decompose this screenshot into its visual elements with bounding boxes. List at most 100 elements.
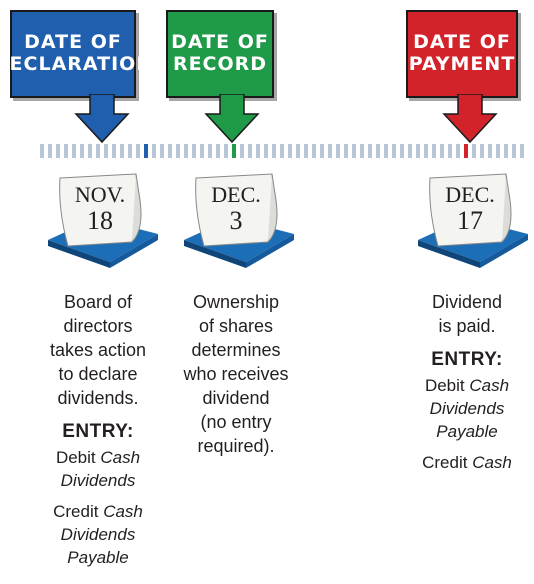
declaration-description: Board of directors takes action to decla…	[28, 290, 168, 569]
timeline-tick	[520, 144, 524, 158]
timeline-tick	[456, 144, 460, 158]
desc-line: dividends.	[57, 388, 139, 408]
timeline-tick	[464, 144, 468, 158]
timeline-tick	[320, 144, 324, 158]
calendar-day: 17	[457, 206, 483, 235]
record-arrow	[204, 94, 260, 144]
credit-line: Credit Cash	[404, 451, 530, 474]
timeline-tick	[304, 144, 308, 158]
timeline-tick	[504, 144, 508, 158]
desc-line: (no entry	[200, 412, 272, 432]
timeline-tick	[496, 144, 500, 158]
timeline-tick	[160, 144, 164, 158]
timeline-tick	[472, 144, 476, 158]
date-of-payment-label: Date of Payment	[406, 10, 518, 98]
timeline-tick	[128, 144, 132, 158]
payment-arrow	[442, 94, 498, 144]
timeline-tick	[280, 144, 284, 158]
calendar-dec-3: DEC. 3	[176, 170, 296, 270]
record-description: Ownership of shares determines who recei…	[166, 290, 306, 458]
timeline-tick	[256, 144, 260, 158]
timeline-tick	[272, 144, 276, 158]
label-line-1: Date of	[413, 31, 511, 54]
calendar-icon	[184, 173, 294, 268]
timeline-tick	[296, 144, 300, 158]
credit-prefix: Credit	[422, 453, 473, 472]
timeline-tick	[48, 144, 52, 158]
debit-line: Debit Cash	[28, 446, 168, 469]
entry-title: ENTRY:	[431, 349, 503, 370]
timeline-tick	[224, 144, 228, 158]
credit-account-line-2: Dividends	[60, 525, 136, 544]
desc-line: determines	[191, 340, 281, 360]
desc-line: required).	[197, 436, 275, 456]
debit-account-line-3: Payable	[436, 422, 498, 441]
desc-line: to declare	[58, 364, 138, 384]
desc-line: Dividend	[431, 292, 503, 312]
desc-line: is paid.	[438, 316, 496, 336]
date-of-declaration-label: Date of Declaration	[0, 10, 152, 98]
timeline-tick	[344, 144, 348, 158]
timeline-tick	[56, 144, 60, 158]
timeline-tick	[232, 144, 236, 158]
timeline-tick	[312, 144, 316, 158]
timeline-tick	[72, 144, 76, 158]
timeline-tick	[408, 144, 412, 158]
timeline-tick	[192, 144, 196, 158]
calendar-month: NOV.	[74, 182, 126, 207]
timeline-tick	[288, 144, 292, 158]
debit-account-line-2: Dividends	[429, 399, 505, 418]
debit-account: Cash	[100, 448, 141, 467]
timeline-tick	[440, 144, 444, 158]
timeline-tick	[488, 144, 492, 158]
calendar-day: 3	[229, 206, 243, 235]
timeline-tick	[328, 144, 332, 158]
timeline-tick	[88, 144, 92, 158]
timeline-tick	[96, 144, 100, 158]
timeline-tick	[416, 144, 420, 158]
date-of-record-label: Date of Record	[166, 10, 274, 98]
debit-line: Debit Cash	[404, 374, 530, 397]
calendar-month: DEC.	[445, 182, 495, 207]
timeline-tick	[512, 144, 516, 158]
debit-account-line-2: Dividends	[60, 471, 136, 490]
desc-line: Board of	[63, 292, 133, 312]
timeline-tick	[368, 144, 372, 158]
timeline	[40, 142, 528, 160]
timeline-tick	[120, 144, 124, 158]
desc-line: directors	[63, 316, 133, 336]
calendar-dec-17: DEC. 17	[410, 170, 530, 270]
desc-line: Ownership	[192, 292, 280, 312]
timeline-tick	[360, 144, 364, 158]
timeline-tick	[448, 144, 452, 158]
timeline-tick	[480, 144, 484, 158]
label-line-2: Payment	[408, 53, 516, 75]
payment-description: Dividend is paid. ENTRY: Debit Cash Divi…	[404, 290, 530, 474]
calendar-day: 18	[87, 206, 113, 235]
timeline-tick	[376, 144, 380, 158]
desc-line: dividend	[202, 388, 270, 408]
timeline-tick	[336, 144, 340, 158]
timeline-tick	[112, 144, 116, 158]
debit-prefix: Debit	[424, 376, 470, 395]
label-line-2: Declaration	[0, 53, 154, 75]
entry-title: ENTRY:	[62, 421, 134, 442]
timeline-tick	[104, 144, 108, 158]
timeline-tick	[248, 144, 252, 158]
timeline-tick	[64, 144, 68, 158]
label-line-1: Date of	[24, 31, 122, 54]
credit-prefix: Credit	[53, 502, 104, 521]
timeline-tick	[424, 144, 428, 158]
timeline-tick	[432, 144, 436, 158]
credit-account-line-3: Payable	[67, 548, 129, 567]
calendar-icon	[48, 173, 158, 268]
timeline-tick	[136, 144, 140, 158]
timeline-tick	[80, 144, 84, 158]
credit-account: Cash	[472, 453, 512, 472]
credit-line: Credit Cash	[28, 500, 168, 523]
desc-line: of shares	[198, 316, 274, 336]
calendar-nov-18: NOV. 18	[40, 170, 160, 270]
timeline-tick	[176, 144, 180, 158]
calendar-month: DEC.	[211, 182, 261, 207]
timeline-tick	[384, 144, 388, 158]
